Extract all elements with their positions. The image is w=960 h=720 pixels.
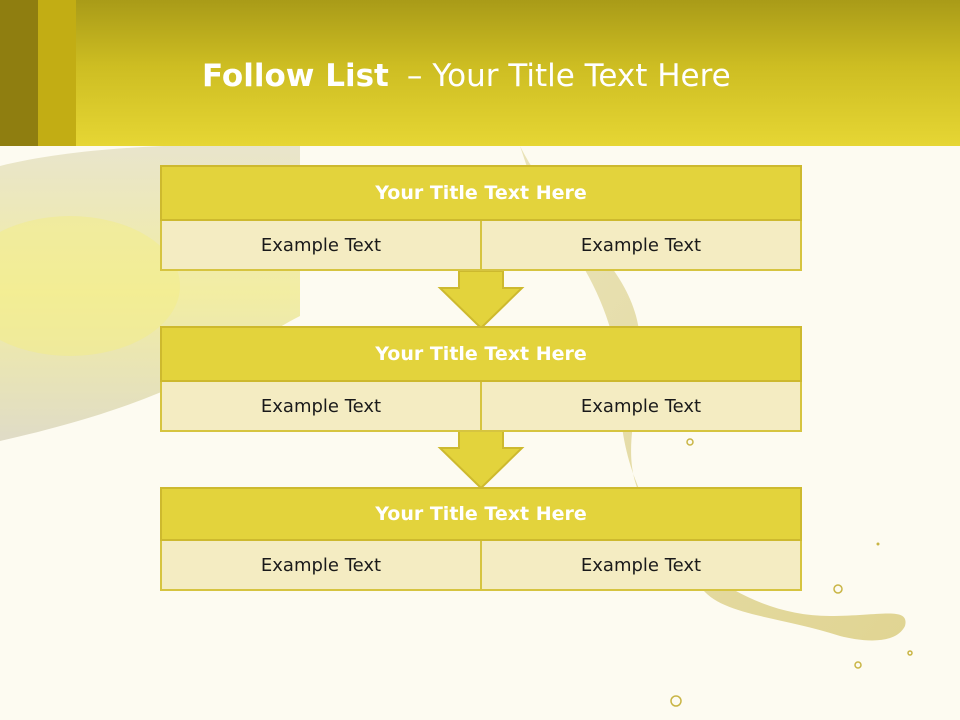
step-title: Your Title Text Here <box>160 165 802 221</box>
step-row: Example Text Example Text <box>160 541 802 591</box>
step-row: Example Text Example Text <box>160 221 802 271</box>
down-arrow-icon <box>437 270 525 330</box>
step-box-1: Your Title Text Here Example Text Exampl… <box>160 165 802 271</box>
step-title: Your Title Text Here <box>160 326 802 382</box>
slide-title: Follow List–Your Title Text Here <box>202 54 731 98</box>
header-stripe-light <box>38 0 76 146</box>
slide-title-bold: Follow List <box>202 58 389 94</box>
step-cell-right: Example Text <box>482 221 802 271</box>
step-box-2: Your Title Text Here Example Text Exampl… <box>160 326 802 432</box>
step-cell-left: Example Text <box>160 382 482 432</box>
slide-title-rest: Your Title Text Here <box>432 58 731 94</box>
step-cell-left: Example Text <box>160 541 482 591</box>
step-box-3: Your Title Text Here Example Text Exampl… <box>160 487 802 591</box>
step-cell-right: Example Text <box>482 541 802 591</box>
step-row: Example Text Example Text <box>160 382 802 432</box>
header-stripe-dark <box>0 0 38 146</box>
slide-title-separator: – <box>406 58 423 94</box>
step-title: Your Title Text Here <box>160 487 802 541</box>
down-arrow-icon <box>437 430 525 490</box>
step-cell-right: Example Text <box>482 382 802 432</box>
step-cell-left: Example Text <box>160 221 482 271</box>
header-band: Follow List–Your Title Text Here <box>0 0 960 146</box>
